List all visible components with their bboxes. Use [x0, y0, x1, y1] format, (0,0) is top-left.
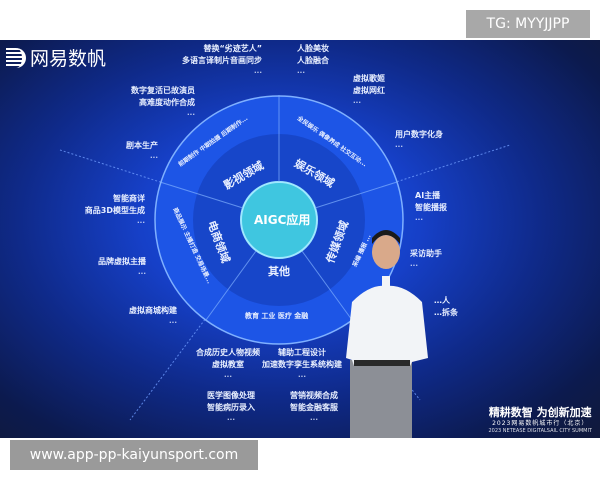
label-block: 医学图像处理智能病历录入...: [207, 390, 255, 422]
label-block: 替换“劣迹艺人” 多语言译制片音画同步...: [182, 43, 262, 75]
speaker-trousers: [350, 360, 412, 438]
watermark-link[interactable]: www.app-pp-kaiyunsport.com: [10, 440, 258, 470]
label-text: 智能商详: [113, 194, 145, 203]
label-block: 采访助手...: [410, 248, 442, 268]
label-text: ...: [353, 97, 361, 105]
label-text: 智能播报: [415, 203, 447, 212]
label-text: 数字复活已故演员: [131, 86, 195, 95]
speaker-hair: [372, 230, 400, 244]
label-text: ...: [137, 217, 145, 225]
aigc-diagram: [59, 95, 511, 421]
label-text: …拆条: [434, 308, 458, 317]
label-text: ...: [297, 67, 305, 75]
speaker: [346, 230, 428, 438]
label-block: 用户数字化身...: [395, 129, 443, 149]
label-text: ...: [415, 214, 423, 222]
label-block: 人脸美妆人脸融合...: [297, 43, 329, 75]
label-text: ...: [169, 317, 177, 325]
label-text: 虚拟商城构建: [129, 306, 177, 315]
label-text: 商品3D模型生成: [84, 206, 145, 215]
label-text: 采访助手: [410, 249, 442, 258]
label-text: ...: [187, 109, 195, 117]
slogan-sub: 2023网易数帆城市行（北京）: [492, 420, 589, 427]
label-text: 虚拟歌姬: [353, 74, 385, 83]
label-block: 营销视频合成智能金融客服...: [290, 390, 338, 422]
label-block: …人 …拆条: [434, 295, 458, 319]
label-text: 多语言译制片音画同步: [182, 56, 262, 65]
label-text: AI主播: [415, 191, 441, 200]
label-text: ...: [395, 141, 403, 149]
label-text: 高难度动作合成: [139, 98, 195, 107]
label-text: 替换“劣迹艺人”: [203, 44, 262, 53]
logo-mark-icon: [6, 47, 26, 68]
ring-text-other: 教育 工业 医疗 金融: [245, 312, 309, 320]
label-text: ...: [410, 260, 418, 268]
center-label: AIGC应用: [254, 213, 311, 227]
label-block: 虚拟商城构建...: [129, 305, 177, 325]
label-text: 品牌虚拟主播: [98, 257, 146, 266]
label-block: 剧本生产...: [126, 140, 158, 160]
label-block: 虚拟歌姬虚拟网红...: [353, 73, 385, 105]
label-text: 营销视频合成: [290, 391, 338, 400]
microphone-icon: [382, 276, 390, 298]
label-text: 智能病历录入: [207, 403, 255, 412]
label-text: …人: [434, 296, 450, 305]
speaker-belt: [354, 360, 410, 366]
slogan-main: 精耕数智 为创新加速: [488, 406, 592, 419]
overlay-tag: TG: MYYJJPP: [466, 10, 590, 38]
label-text: 医学图像处理: [207, 391, 255, 400]
speaker-head: [372, 235, 400, 269]
label-text: 加速数字孪生系统构建: [262, 360, 342, 369]
label-text: ...: [224, 371, 232, 379]
label-text: ...: [150, 152, 158, 160]
label-text: 人脸融合: [297, 56, 329, 65]
speaker-shirt: [346, 285, 428, 366]
label-text: ...: [227, 414, 235, 422]
label-text: 剧本生产: [126, 141, 158, 150]
label-text: ...: [298, 371, 306, 379]
stage-photo: 网易数帆 AIGC应用 影视领域 娱乐领域 电商领域 传媒领域 其他 前期制作 …: [0, 40, 600, 438]
label-block: 智能商详商品3D模型生成...: [85, 193, 145, 225]
label-text: 用户数字化身: [395, 130, 443, 139]
label-text: ...: [310, 414, 318, 422]
label-text: 虚拟教室: [212, 360, 244, 369]
label-text: ...: [254, 67, 262, 75]
label-block: 数字复活已故演员高难度动作合成...: [131, 85, 195, 117]
netease-logo: 网易数帆: [6, 44, 106, 71]
label-block: 品牌虚拟主播...: [98, 256, 146, 276]
sector-other: 其他: [268, 265, 290, 278]
slogan-en: 2023 NETEASE DIGITALSAIL CITY SUMMIT: [488, 428, 592, 434]
label-text: 人脸美妆: [297, 44, 329, 53]
label-block: AI主播智能播报...: [415, 190, 447, 222]
label-text: 合成历史人物视频: [196, 348, 260, 357]
label-block: 辅助工程设计加速数字孪生系统构建...: [262, 347, 342, 379]
label-block: 合成历史人物视频虚拟教室...: [196, 347, 260, 379]
label-text: 辅助工程设计: [278, 348, 326, 357]
label-text: ...: [138, 268, 146, 276]
event-slogan: 精耕数智 为创新加速 2023网易数帆城市行（北京） 2023 NETEASE …: [488, 406, 592, 435]
label-text: 虚拟网红: [353, 86, 385, 95]
label-text: 智能金融客服: [290, 403, 338, 412]
